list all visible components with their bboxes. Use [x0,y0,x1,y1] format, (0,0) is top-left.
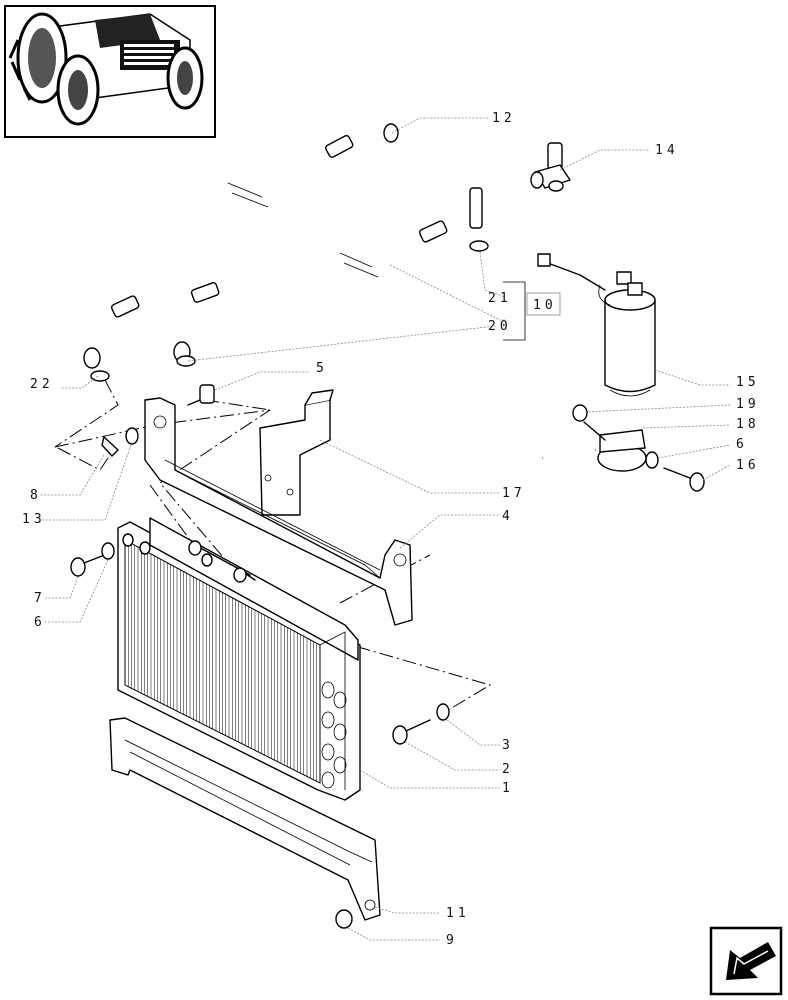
o-ring-21[interactable] [469,240,489,252]
callout-15[interactable]: 15 [736,375,760,390]
support-rail-4[interactable] [144,397,413,626]
callout-22[interactable]: 22 [30,377,54,392]
callout-4[interactable]: 4 [502,509,514,524]
bolt-5[interactable] [187,384,215,406]
tractor-thumbnail[interactable] [4,5,216,138]
callout-2[interactable]: 2 [502,762,514,777]
pipe-upper[interactable] [83,123,399,369]
nut-19[interactable] [572,404,606,441]
washer-6-upper[interactable] [645,451,659,469]
next-page-arrow-icon[interactable] [709,926,783,996]
clamp-18[interactable] [542,429,647,472]
callout-9[interactable]: 9 [446,933,458,948]
callout-13[interactable]: 13 [22,512,46,527]
bolt-2[interactable] [392,719,431,745]
nut-9[interactable] [335,909,353,929]
callout-5[interactable]: 5 [316,361,328,376]
pipe-lower[interactable] [173,187,483,363]
condenser-fins [124,540,321,783]
receiver-drier-15[interactable] [537,253,656,397]
tractor-icon [8,12,204,126]
bracket-17[interactable] [259,389,334,516]
callout-19[interactable]: 19 [736,397,760,412]
support-rail-11[interactable] [109,717,381,921]
callout-14[interactable]: 14 [655,143,679,158]
callout-6-lower[interactable]: 6 [34,615,46,630]
callout-3[interactable]: 3 [502,738,514,753]
callout-labels: 12 14 21 10 20 22 5 15 19 18 6 16 8 13 1… [22,111,760,948]
bolt-7[interactable] [70,555,103,577]
callout-group-box [503,281,561,341]
callout-11[interactable]: 11 [446,906,470,921]
callout-20[interactable]: 20 [488,319,512,334]
callout-7[interactable]: 7 [34,591,46,606]
callout-21[interactable]: 21 [488,291,512,306]
washer-3[interactable] [436,703,450,721]
washer-13[interactable] [125,427,139,445]
callout-16[interactable]: 16 [736,458,760,473]
o-ring-22[interactable] [90,370,110,382]
washer-6-lower[interactable] [101,542,115,560]
leader-lines [40,117,731,941]
callout-12[interactable]: 12 [492,111,516,126]
callout-6-upper[interactable]: 6 [736,437,748,452]
callout-17[interactable]: 17 [502,486,526,501]
o-ring-20[interactable] [176,355,196,367]
bolt-16[interactable] [663,467,705,492]
callout-1[interactable]: 1 [502,781,514,796]
fitting-14[interactable] [530,142,571,192]
screw-8[interactable] [101,436,119,457]
callout-8[interactable]: 8 [30,488,42,503]
condenser-1[interactable] [117,517,361,801]
callout-10[interactable]: 10 [533,298,557,313]
callout-18[interactable]: 18 [736,417,760,432]
